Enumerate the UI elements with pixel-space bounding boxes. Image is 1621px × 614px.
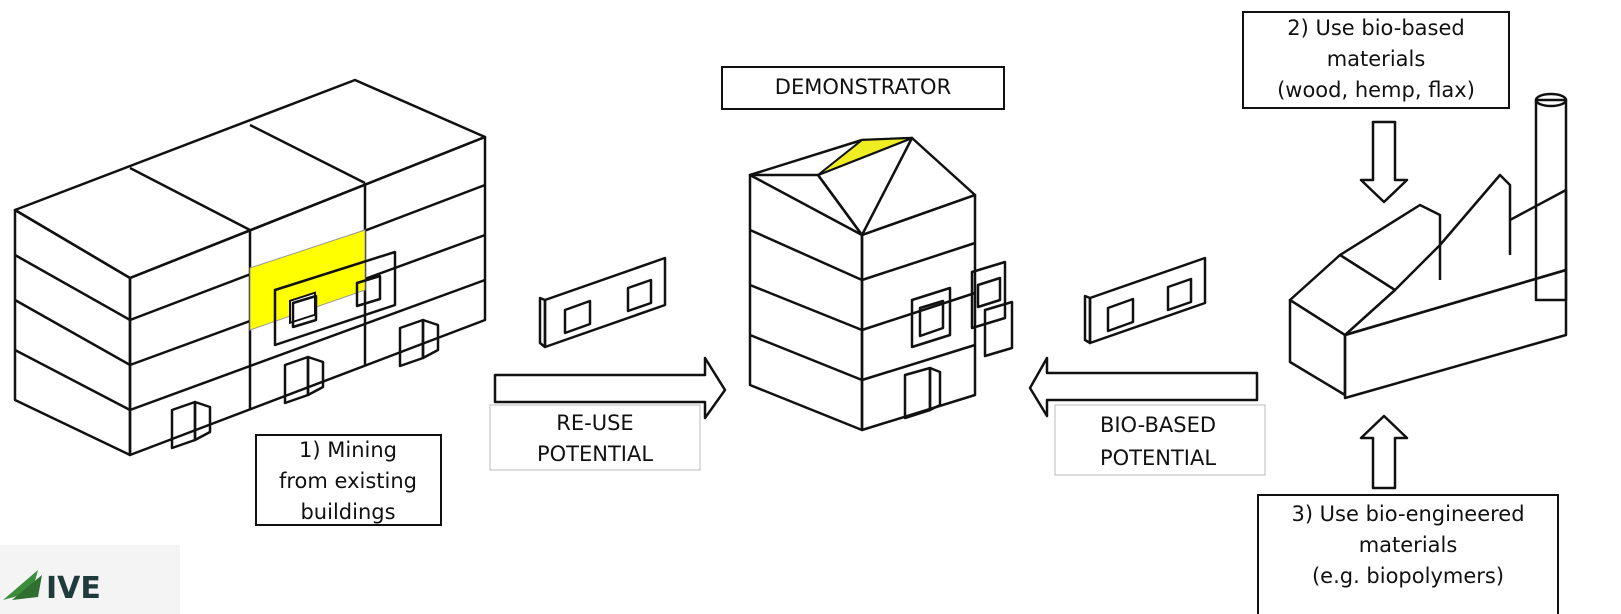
- step2-line3: (wood, hemp, flax): [1277, 78, 1475, 102]
- step2-line2: materials: [1327, 47, 1426, 71]
- step3-line2: materials: [1359, 533, 1458, 557]
- factory: [1288, 92, 1568, 400]
- step1-line1: 1) Mining: [299, 438, 397, 462]
- step2-label-box: 2) Use bio-based materials (wood, hemp, …: [1242, 11, 1510, 109]
- biobased-line2: POTENTIAL: [1100, 446, 1216, 470]
- step3-line3: (e.g. biopolymers): [1312, 564, 1504, 588]
- step3-line1: 3) Use bio-engineered: [1291, 502, 1524, 526]
- logo-text: IVE: [46, 571, 101, 606]
- biobased-panel: [1083, 256, 1207, 345]
- demonstrator-title: DEMONSTRATOR: [775, 75, 951, 99]
- step3-label-box: 3) Use bio-engineered materials (e.g. bi…: [1257, 494, 1559, 614]
- biobased-potential-label: BIO-BASED POTENTIAL: [1054, 404, 1266, 476]
- up-arrow: [1359, 414, 1409, 490]
- reuse-line1: RE-USE: [556, 411, 633, 435]
- demonstrator-label: DEMONSTRATOR: [721, 66, 1005, 110]
- reuse-potential-label: RE-USE POTENTIAL: [489, 404, 701, 471]
- reuse-arrow: [493, 356, 727, 420]
- reuse-line2: POTENTIAL: [537, 442, 653, 466]
- reused-panel: [538, 256, 667, 349]
- down-arrow: [1359, 120, 1409, 204]
- biobased-line1: BIO-BASED: [1100, 413, 1216, 437]
- demonstrator-building: [748, 136, 1014, 432]
- biobased-arrow: [1028, 356, 1259, 418]
- existing-building: [13, 78, 487, 457]
- step2-line1: 2) Use bio-based: [1287, 16, 1465, 40]
- step1-line3: buildings: [300, 500, 395, 524]
- ive-logo: IVE: [0, 545, 180, 614]
- step1-label-box: 1) Mining from existing buildings: [255, 434, 442, 526]
- step1-line2: from existing: [279, 469, 417, 493]
